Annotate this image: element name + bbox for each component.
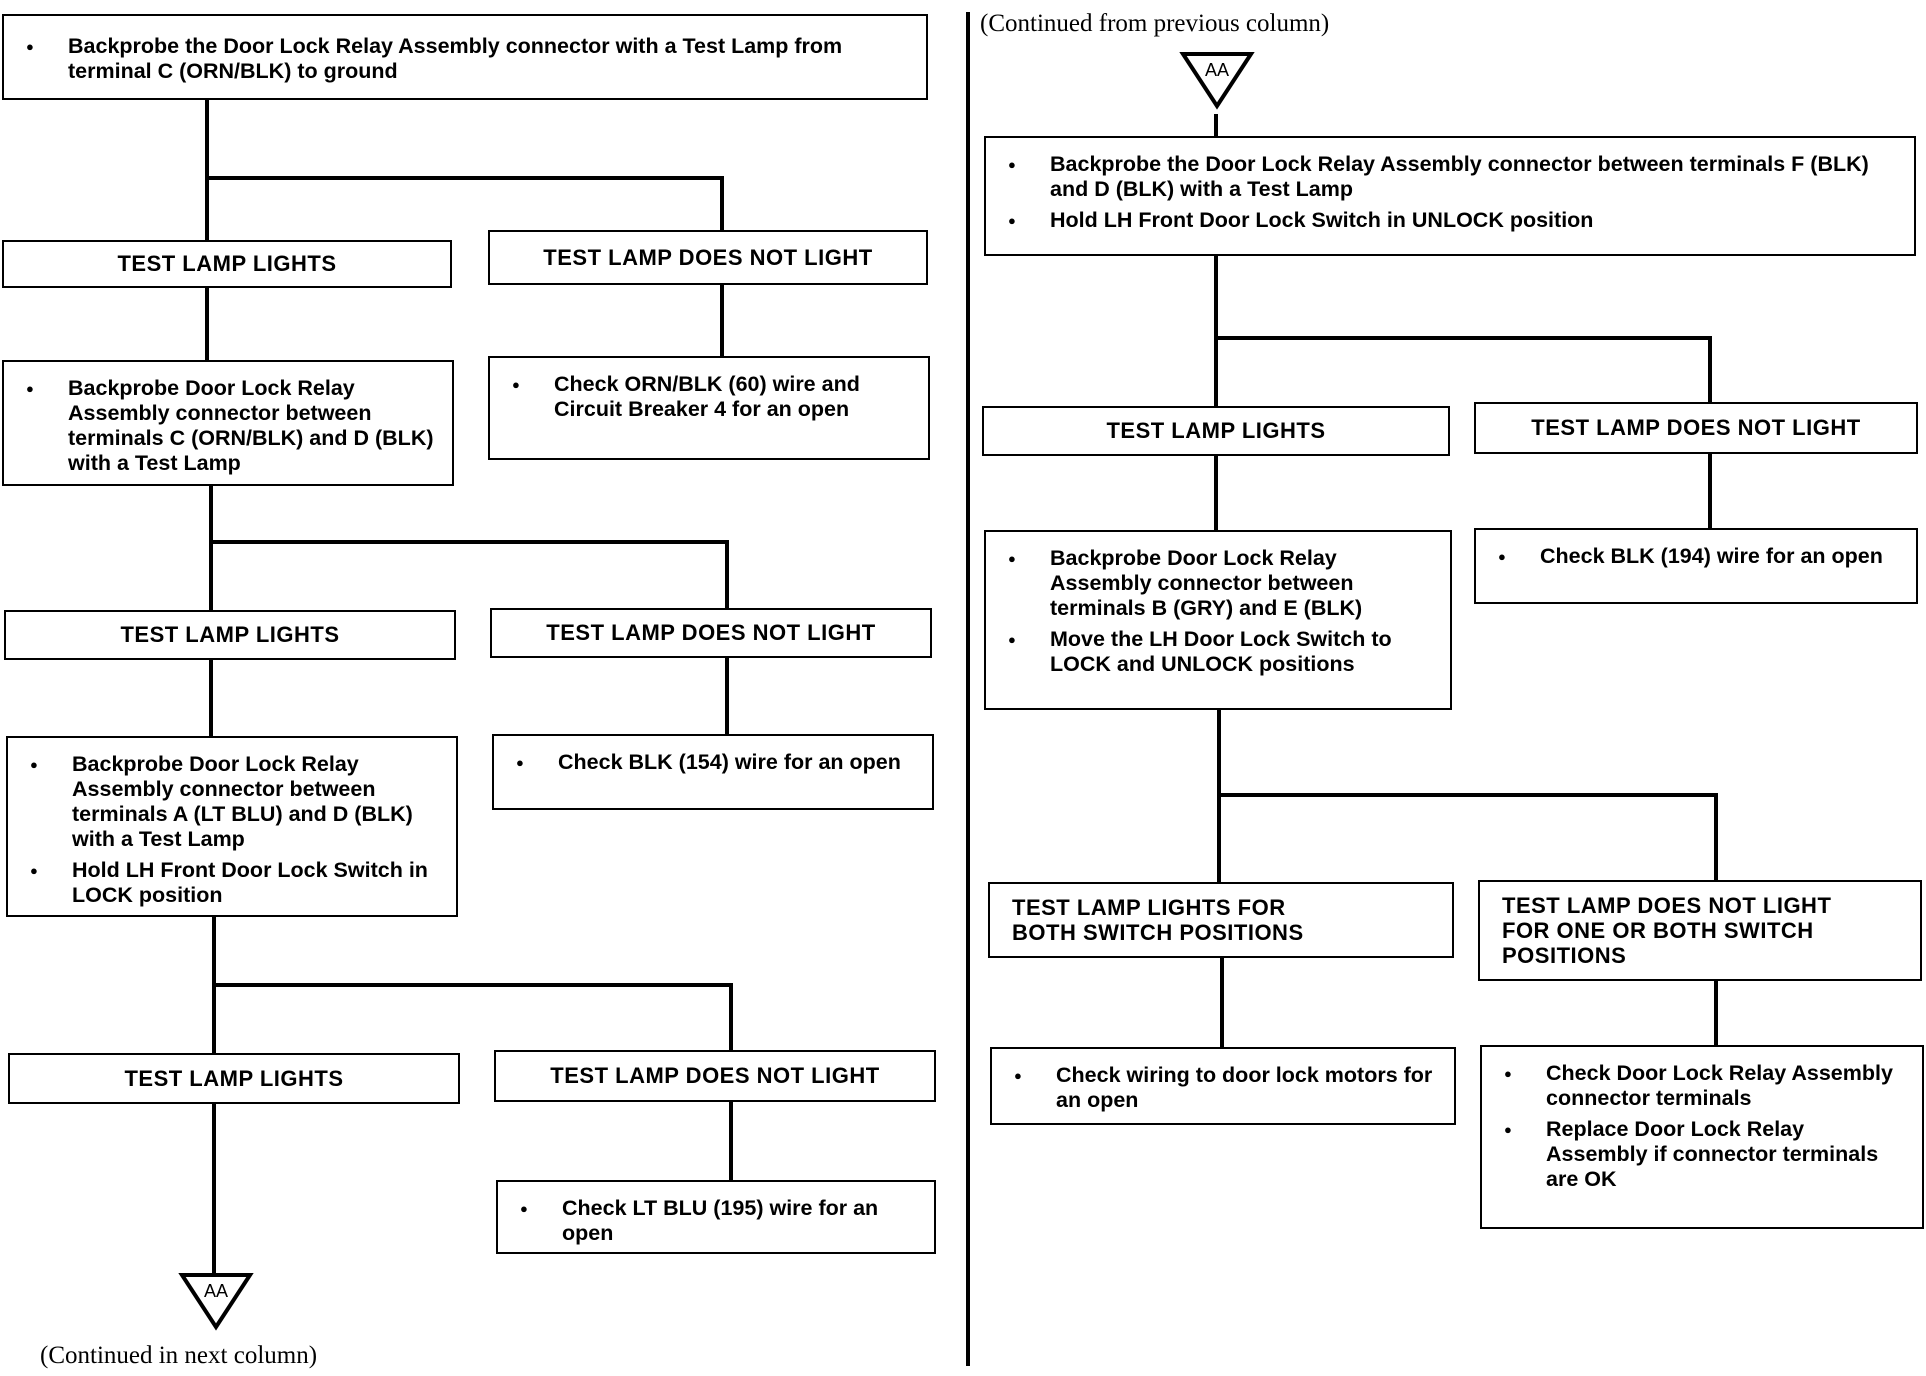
right-result-lights-both-label: TEST LAMP LIGHTS FOR BOTH SWITCH POSITIO… bbox=[1012, 895, 1304, 945]
left-result-lights-2-label: TEST LAMP LIGHTS bbox=[120, 622, 340, 647]
right-step-1-bullet-2: Hold LH Front Door Lock Switch in UNLOCK… bbox=[1008, 208, 1902, 233]
right-fix-2-bullet: Check wiring to door lock motors for an … bbox=[1014, 1063, 1442, 1113]
right-fix-2: Check wiring to door lock motors for an … bbox=[990, 1047, 1456, 1125]
line-right-branch1 bbox=[1216, 336, 1712, 402]
left-result-lights-1-label: TEST LAMP LIGHTS bbox=[117, 251, 337, 276]
left-fix-3: Check LT BLU (195) wire for an open bbox=[496, 1180, 936, 1254]
right-step-1-bullet-1: Backprobe the Door Lock Relay Assembly c… bbox=[1008, 152, 1902, 202]
connector-label-top: AA bbox=[1205, 60, 1229, 80]
left-start-bullet: Backprobe the Door Lock Relay Assembly c… bbox=[26, 34, 914, 84]
left-fix-2: Check BLK (154) wire for an open bbox=[492, 734, 934, 810]
line-left-branch3 bbox=[214, 983, 733, 1050]
right-result-notlight-some-label: TEST LAMP DOES NOT LIGHT FOR ONE OR BOTH… bbox=[1502, 893, 1832, 968]
left-continued-note: (Continued in next column) bbox=[40, 1342, 318, 1369]
left-fix-2-bullet: Check BLK (154) wire for an open bbox=[516, 750, 920, 775]
left-result-lights-3-label: TEST LAMP LIGHTS bbox=[124, 1065, 344, 1091]
left-result-notlight-3: TEST LAMP DOES NOT LIGHT bbox=[494, 1050, 936, 1102]
right-step-2-bullet-2: Move the LH Door Lock Switch to LOCK and… bbox=[1008, 627, 1438, 677]
left-result-notlight-2: TEST LAMP DOES NOT LIGHT bbox=[490, 608, 932, 658]
left-result-lights-2: TEST LAMP LIGHTS bbox=[4, 610, 456, 660]
left-result-notlight-3-label: TEST LAMP DOES NOT LIGHT bbox=[550, 1063, 880, 1088]
left-fix-3-bullet: Check LT BLU (195) wire for an open bbox=[520, 1196, 922, 1246]
continuation-connector-top: AA bbox=[1179, 52, 1255, 110]
right-result-notlight-1-label: TEST LAMP DOES NOT LIGHT bbox=[1531, 415, 1861, 440]
right-fix-3: Check Door Lock Relay Assembly connector… bbox=[1480, 1045, 1924, 1229]
connector-label-bottom: AA bbox=[204, 1281, 228, 1301]
right-fix-3-bullet-1: Check Door Lock Relay Assembly connector… bbox=[1504, 1061, 1910, 1111]
right-step-1: Backprobe the Door Lock Relay Assembly c… bbox=[984, 136, 1916, 256]
left-start-step: Backprobe the Door Lock Relay Assembly c… bbox=[2, 14, 928, 100]
left-result-lights-3: TEST LAMP LIGHTS bbox=[8, 1053, 460, 1104]
right-result-lights-1-label: TEST LAMP LIGHTS bbox=[1106, 418, 1326, 443]
right-fix-1-bullet: Check BLK (194) wire for an open bbox=[1498, 544, 1904, 569]
left-step-2: Backprobe Door Lock Relay Assembly conne… bbox=[2, 360, 454, 486]
left-step-3-bullet-1: Backprobe Door Lock Relay Assembly conne… bbox=[30, 752, 444, 852]
left-step-3-bullet-2: Hold LH Front Door Lock Switch in LOCK p… bbox=[30, 858, 444, 908]
right-step-2: Backprobe Door Lock Relay Assembly conne… bbox=[984, 530, 1452, 710]
right-fix-3-bullet-2: Replace Door Lock Relay Assembly if conn… bbox=[1504, 1117, 1910, 1192]
left-result-notlight-1-label: TEST LAMP DOES NOT LIGHT bbox=[543, 244, 873, 270]
continuation-connector-bottom: AA bbox=[178, 1273, 254, 1331]
right-result-lights-1: TEST LAMP LIGHTS bbox=[982, 406, 1450, 456]
right-continued-note: (Continued from previous column) bbox=[980, 10, 1330, 37]
right-step-2-bullet-1: Backprobe Door Lock Relay Assembly conne… bbox=[1008, 546, 1438, 621]
left-fix-1-bullet: Check ORN/BLK (60) wire and Circuit Brea… bbox=[512, 372, 916, 422]
left-result-notlight-1: TEST LAMP DOES NOT LIGHT bbox=[488, 230, 928, 285]
right-result-lights-both: TEST LAMP LIGHTS FOR BOTH SWITCH POSITIO… bbox=[988, 882, 1454, 958]
left-result-notlight-2-label: TEST LAMP DOES NOT LIGHT bbox=[546, 620, 876, 645]
left-fix-1: Check ORN/BLK (60) wire and Circuit Brea… bbox=[488, 356, 930, 460]
left-step-3: Backprobe Door Lock Relay Assembly conne… bbox=[6, 736, 458, 917]
line-left-branch2 bbox=[211, 540, 729, 608]
left-result-lights-1: TEST LAMP LIGHTS bbox=[2, 240, 452, 288]
right-result-notlight-1: TEST LAMP DOES NOT LIGHT bbox=[1474, 402, 1918, 454]
right-fix-1: Check BLK (194) wire for an open bbox=[1474, 528, 1918, 604]
line-left-branch1 bbox=[207, 176, 724, 230]
line-right-branch2 bbox=[1219, 793, 1718, 880]
right-result-notlight-some: TEST LAMP DOES NOT LIGHT FOR ONE OR BOTH… bbox=[1478, 880, 1922, 981]
left-step-2-bullet: Backprobe Door Lock Relay Assembly conne… bbox=[26, 376, 440, 476]
